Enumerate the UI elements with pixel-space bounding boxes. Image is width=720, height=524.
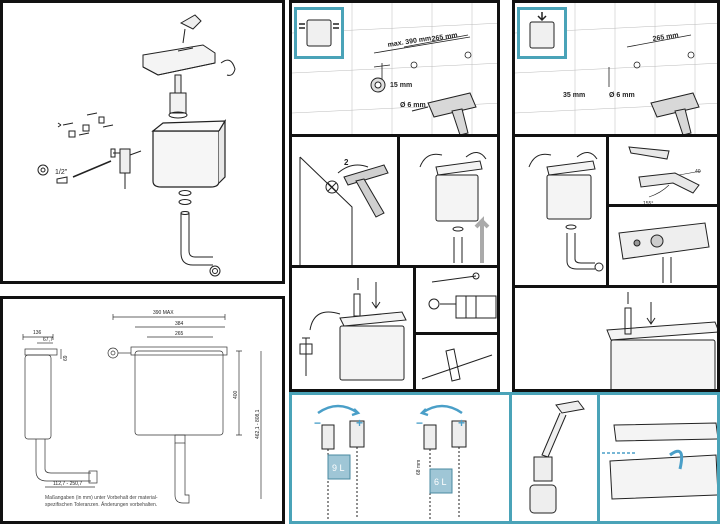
rotate-arrow-right <box>419 404 463 417</box>
dim-68-label: 68 mm <box>416 460 422 475</box>
plus-sign-right: + <box>458 416 465 430</box>
rod-illustration <box>421 348 493 382</box>
water-inlet-parts <box>37 160 112 184</box>
up-arrow <box>474 216 490 263</box>
step-number: 2 <box>344 158 349 167</box>
install-illustration-b: 265 mm 35 mm Ø 6 mm <box>515 3 717 134</box>
flush-valve-lift-panel <box>509 392 600 524</box>
plus-sign-left: + <box>356 416 363 430</box>
dim-390-max: 390 MAX <box>153 310 174 316</box>
angle-label: 155° <box>643 201 653 207</box>
flush-valve-lift-illustration <box>529 400 585 514</box>
volume-adjust-illustration: − + − + 9 L 6 L 68 mm <box>314 404 467 519</box>
flush-lever <box>179 14 202 44</box>
pipe-bend-panel: 155° 40 <box>606 134 720 207</box>
cistern-icon-a <box>299 19 339 47</box>
fill-valve-illustration <box>299 278 407 381</box>
dimension-drawing: 136 67,7 69 390 MAX 384 265 400 462,1 - … <box>22 310 262 504</box>
installed-cistern-illustration <box>606 292 717 389</box>
wall-plugs-and-screws <box>57 112 114 138</box>
valve-detail-illustration <box>618 222 710 283</box>
volume-adjust-panel: − + − + 9 L 6 L 68 mm <box>289 392 512 524</box>
volume-6l-label: 6 L <box>434 477 447 487</box>
cistern-body <box>151 118 227 188</box>
minus-sign-left: − <box>314 416 321 430</box>
fill-valve <box>110 148 142 189</box>
dim-15-label: 15 mm <box>390 82 412 89</box>
valve-6l <box>423 420 467 519</box>
fill-valve-panel <box>289 265 416 392</box>
dim-35-label: 35 mm <box>563 92 585 99</box>
wall-fitting <box>370 77 386 93</box>
installed-cistern-panel <box>512 285 720 392</box>
side-view-cistern <box>24 348 98 484</box>
dim-112: 112,7 - 250,7 <box>53 481 82 487</box>
volume-9l-label: 9 L <box>332 463 345 473</box>
minus-sign-right: − <box>416 416 423 430</box>
dim-265: 265 <box>175 331 184 337</box>
dim-69: 69 <box>63 355 69 361</box>
dim-136: 136 <box>33 330 42 336</box>
dim-40-label: 40 <box>695 169 701 175</box>
valve-9l <box>321 420 365 519</box>
dim-265-label-b: 265 mm <box>652 32 679 43</box>
install-panel-a: max. 390 mm 265 mm 15 mm Ø 6 mm <box>289 0 500 137</box>
cistern-icon-box-a <box>294 7 344 59</box>
pipe-bend-illustration: 155° 40 <box>628 146 702 207</box>
dim-462: 462,1 - 808,1 <box>255 409 261 439</box>
drill-b <box>650 92 700 134</box>
front-view-cistern <box>107 346 228 504</box>
lid-removal-panel-b <box>512 134 609 288</box>
float-9l <box>327 454 351 480</box>
dim-265-label-a: 265 mm <box>431 32 458 43</box>
lid-placement-panel <box>597 392 720 524</box>
cistern-icon-b <box>529 12 555 49</box>
screwdriver <box>343 164 389 218</box>
lid-removal-panel <box>397 134 500 268</box>
drill-label-a: Ø 6 mm <box>400 102 426 109</box>
flush-valve <box>168 74 188 119</box>
dim-384: 384 <box>175 321 184 327</box>
dimension-note-line1: Maßangaben (in mm) unter Vorbehalt der m… <box>45 495 158 501</box>
install-illustration-a: max. 390 mm 265 mm 15 mm Ø 6 mm <box>292 3 497 134</box>
insert-arrow <box>669 449 684 470</box>
float-6l <box>429 468 453 494</box>
flush-pipe <box>178 190 221 277</box>
exploded-view-panel: 1/2" <box>0 0 285 284</box>
screw-step-illustration: 2 <box>299 156 389 265</box>
dim-67-7: 67,7 <box>43 337 53 343</box>
retaining-clip <box>220 59 236 76</box>
rod-panel <box>413 332 500 392</box>
install-panel-b: 265 mm 35 mm Ø 6 mm <box>512 0 720 137</box>
drill-label-b: Ø 6 mm <box>609 92 635 99</box>
cistern-icon-box-b <box>517 7 567 59</box>
exploded-view-illustration: 1/2" <box>37 14 236 277</box>
thread-label: 1/2" <box>55 169 68 176</box>
dimension-note-line2: spezifischen Toleranzen. Änderungen vorb… <box>45 502 158 508</box>
rotate-arrow-left <box>317 404 361 417</box>
valve-parts-illustration <box>428 272 497 319</box>
drill <box>411 92 477 134</box>
lid-removal-illustration <box>419 152 490 263</box>
lid-removal-illustration-b <box>528 152 604 272</box>
valve-detail-panel <box>606 204 720 288</box>
screw-step-panel: 2 <box>289 134 400 268</box>
lid-placement-illustration <box>602 422 717 500</box>
cistern-lid <box>142 44 216 76</box>
valve-parts-panel <box>413 265 500 335</box>
dimension-drawing-panel: 136 67,7 69 390 MAX 384 265 400 462,1 - … <box>0 296 285 524</box>
dim-400: 400 <box>233 390 239 399</box>
